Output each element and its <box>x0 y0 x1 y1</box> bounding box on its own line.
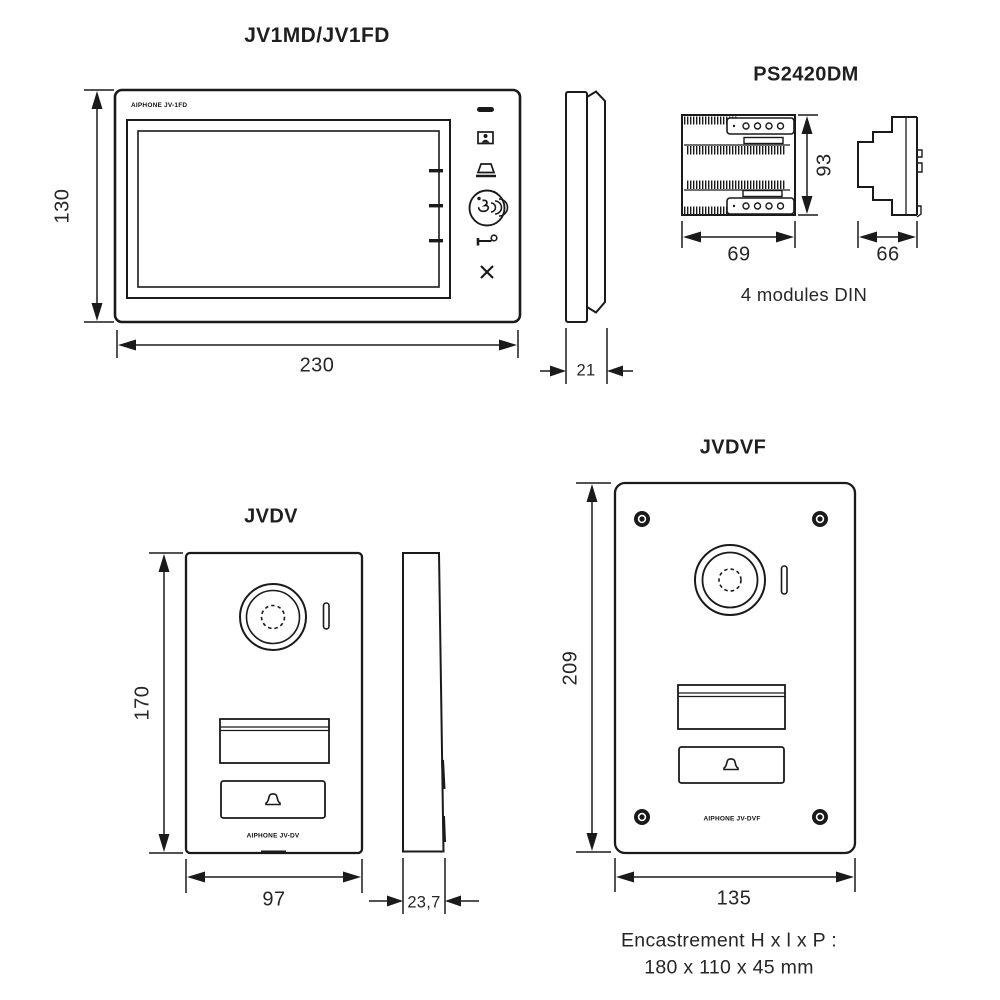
jvdv-name-plate <box>219 718 330 764</box>
jvdvf-camera-lens <box>694 544 766 616</box>
jvdv-side-view <box>402 552 446 853</box>
dim-psu-width-label: 69 <box>727 243 751 266</box>
jvdvf-front-view <box>613 481 857 855</box>
jvdv-front-view <box>184 551 364 855</box>
talk-button-icon <box>468 189 509 227</box>
psu-side-view <box>857 116 923 218</box>
jvdv-camera-lens <box>239 583 307 651</box>
jvdv-led-slot <box>322 602 330 630</box>
dimension-jvdvf-height <box>576 482 611 853</box>
psu-title: PS2420DM <box>753 63 859 86</box>
dimension-jvdv-height <box>149 552 183 854</box>
dim-psu-height-label: 93 <box>813 153 836 177</box>
monitor-view-icon <box>477 131 494 145</box>
dim-jvdvf-width-label: 135 <box>716 887 752 910</box>
dim-jvdv-height-label: 170 <box>131 685 154 721</box>
din-slot-bottom <box>742 189 783 198</box>
touch-bar-markers <box>429 169 443 243</box>
key-icon <box>476 234 498 246</box>
dimension-monitor-height <box>84 89 114 323</box>
dimension-monitor-depth <box>540 328 633 384</box>
vent-hatch-mid-lower <box>686 180 786 189</box>
jvdv-call-button <box>220 780 326 819</box>
dimension-psu-height <box>798 114 818 216</box>
vent-hatch-mid-upper <box>686 146 786 155</box>
dim-monitor-depth-label: 21 <box>576 361 596 380</box>
dim-jvdvf-height-label: 209 <box>559 650 582 686</box>
jvdvf-call-button <box>678 746 785 784</box>
monitor-screen-bezel <box>126 119 451 299</box>
psu-front-view <box>681 114 796 216</box>
vent-hatch-top <box>684 116 738 125</box>
jvdvf-led-slot <box>780 565 788 595</box>
monitor-front-view <box>113 88 522 324</box>
off-x-icon <box>480 265 494 279</box>
jvdvf-note-line2: 180 x 110 x 45 mm <box>644 956 814 979</box>
dimension-monitor-width <box>116 330 519 358</box>
monitor-brand-label: AIPHONE JV-1FD <box>131 102 188 109</box>
dim-jvdv-width-label: 97 <box>262 888 286 911</box>
jvdvf-title: JVDVF <box>699 436 767 459</box>
monitor-screen <box>137 130 440 288</box>
jvdvf-name-plate <box>677 684 786 730</box>
dimension-jvdv-width <box>185 859 363 893</box>
dim-monitor-width-label: 230 <box>299 354 335 377</box>
monitor-title: JV1MD/JV1FD <box>244 24 390 47</box>
vent-hatch-bottom <box>684 206 730 214</box>
corner-screw-bottom-left <box>634 809 650 825</box>
dim-monitor-height-label: 130 <box>51 188 74 224</box>
din-clip-notch-lower <box>917 162 923 173</box>
din-slot-top <box>743 136 784 145</box>
monitor-side-view <box>565 90 606 323</box>
dimension-jvdv-depth <box>369 858 479 914</box>
jvdv-speaker-slot <box>261 850 286 854</box>
din-clip-hook <box>916 205 922 218</box>
jvdvf-brand-label: AIPHONE JV-DVF <box>703 815 761 823</box>
dimension-jvdvf-width <box>614 858 856 892</box>
din-clip-notch-upper <box>917 149 923 158</box>
dim-jvdv-depth-label: 23,7 <box>407 893 441 912</box>
terminal-strip-bottom <box>726 197 795 215</box>
dim-psu-depth-label: 66 <box>876 243 900 266</box>
jvdvf-note-line1: Encastrement H x l x P : <box>621 929 837 952</box>
led-indicator-icon <box>477 107 494 112</box>
dimension-psu-width <box>681 221 796 248</box>
door-release-icon <box>476 163 496 178</box>
corner-screw-top-right <box>812 511 828 527</box>
psu-caption: 4 modules DIN <box>740 284 868 305</box>
bell-icon <box>265 793 281 806</box>
corner-screw-bottom-right <box>812 809 828 825</box>
jvdv-title: JVDV <box>244 505 298 528</box>
bell-icon <box>723 758 739 771</box>
terminal-strip-top <box>726 117 795 135</box>
corner-screw-top-left <box>634 511 650 527</box>
jvdv-brand-label: AIPHONE JV-DV <box>246 832 300 840</box>
dimension-psu-depth <box>857 221 918 248</box>
